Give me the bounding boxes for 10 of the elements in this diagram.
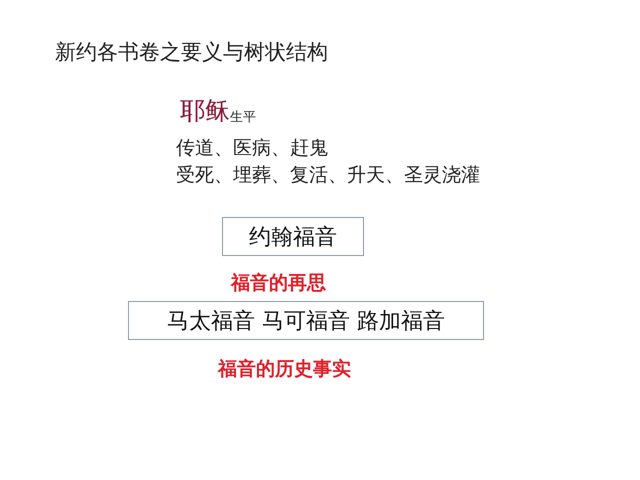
box-text: 马太福音 马可福音 路加福音 — [167, 308, 445, 336]
heading-text: 耶稣$_{生平}$ — [180, 95, 256, 127]
text-line: 传道、医病、赶鬼 — [176, 136, 328, 161]
text-line: 受死、埋葬、复活、升天、圣灵浇灌 — [176, 163, 480, 188]
annotation-text: 福音的再思 — [231, 271, 326, 296]
gospel-box — [128, 301, 484, 340]
gospel-box — [222, 217, 364, 256]
box-text: 约翰福音 — [249, 224, 337, 252]
title: 新约各书卷之要义与树状结构 — [55, 39, 328, 66]
annotation-text: 福音的历史事实 — [218, 357, 351, 382]
